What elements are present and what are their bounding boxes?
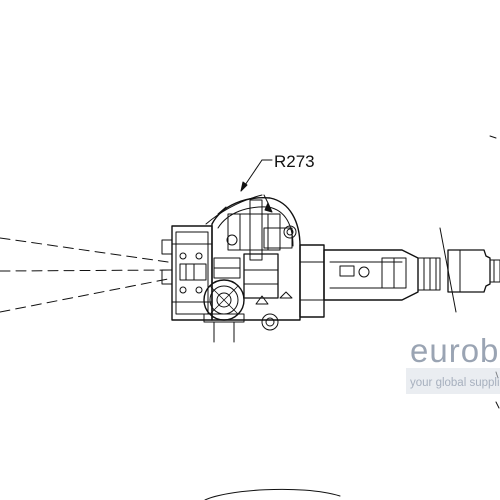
reach-envelope-lines — [0, 237, 173, 313]
watermark: eurob your global supplie — [406, 332, 500, 394]
lower-reach-arc — [204, 488, 341, 500]
watermark-tagline: your global supplie — [410, 377, 500, 389]
watermark-name: eurob — [410, 332, 499, 369]
radius-label: R273 — [274, 152, 315, 171]
robot-forearm — [323, 249, 419, 301]
end-effector — [439, 227, 500, 313]
robot-wrist — [417, 257, 441, 291]
radius-dimension — [205, 159, 273, 225]
watermark-bar — [406, 368, 500, 394]
axis-motor — [203, 279, 293, 343]
upper-arm-mount — [299, 244, 325, 318]
